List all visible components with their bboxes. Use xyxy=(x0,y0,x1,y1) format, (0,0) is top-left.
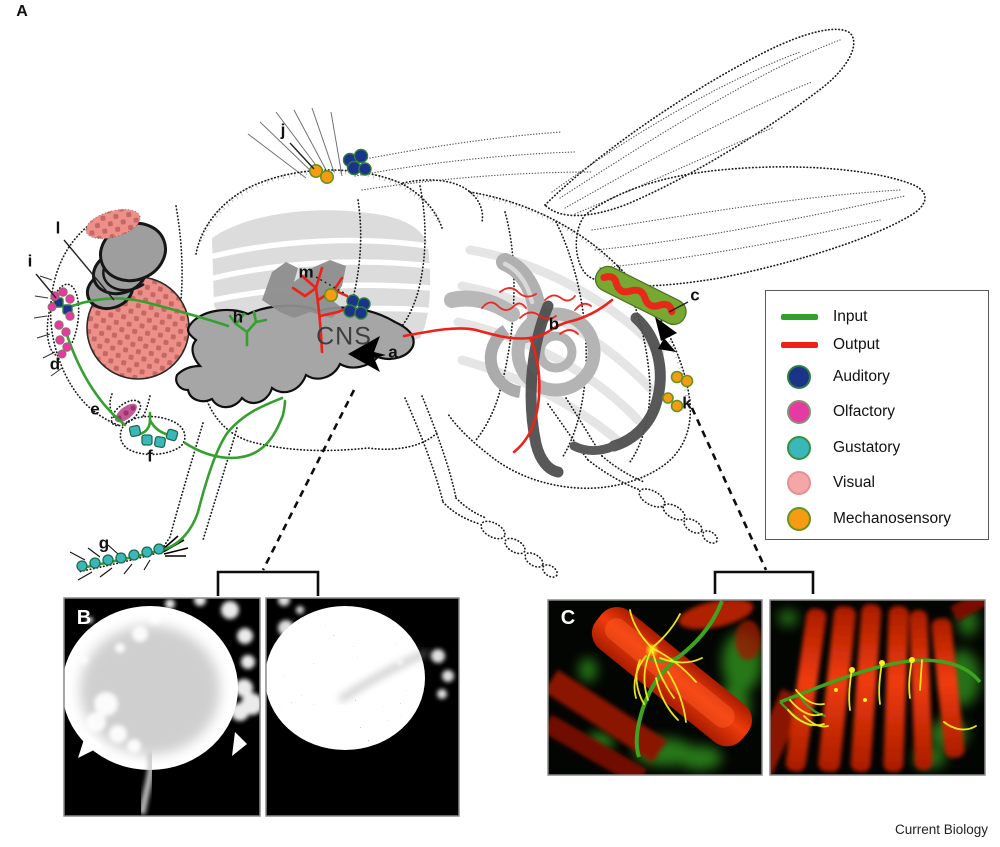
thorax-outline-bottom xyxy=(205,397,439,452)
legend-item-output: Output xyxy=(766,331,988,359)
flight-muscle-silhouette xyxy=(262,260,346,318)
auditory-dot-swatch xyxy=(787,364,811,389)
label-h: h xyxy=(232,307,244,327)
panel-b-image-left xyxy=(63,597,261,817)
legend-label: Olfactory xyxy=(833,403,896,421)
arrow-c xyxy=(655,317,677,352)
hind-leg xyxy=(547,397,719,544)
legend-label: Gustatory xyxy=(833,438,901,456)
legend-item-auditory: Auditory xyxy=(766,359,988,395)
panel-b-image-right xyxy=(265,597,460,817)
middle-leg xyxy=(404,395,559,578)
legend-label: Visual xyxy=(833,474,875,492)
auditory-dots xyxy=(53,148,372,320)
eye-dorsal-patch xyxy=(85,208,141,240)
motor-nerve xyxy=(634,600,724,758)
label-f: f xyxy=(147,446,153,466)
abdomen-outline-ventral xyxy=(447,403,692,490)
olfactory-dots xyxy=(47,287,75,359)
label-m: m xyxy=(298,262,314,282)
label-c: c xyxy=(690,285,700,305)
input-arbor-cns xyxy=(228,310,268,347)
lower-wing xyxy=(575,166,926,287)
legend-item-visual: Visual xyxy=(766,466,988,502)
labellum-outline xyxy=(119,415,186,456)
arrow-a xyxy=(348,336,386,372)
gustatory-dot-swatch xyxy=(787,435,811,460)
visual-dot-swatch xyxy=(787,471,811,496)
nerve-stalk xyxy=(138,751,155,815)
panel-label-c: C xyxy=(560,607,576,629)
output-line-swatch xyxy=(780,341,818,349)
label-a: a xyxy=(388,342,398,362)
bracket-b xyxy=(216,570,320,596)
panel-c-image-left xyxy=(547,599,763,776)
legend-item-mechanosensory: Mechanosensory xyxy=(766,501,988,537)
body-wall-muscle-c xyxy=(594,265,687,326)
arrowhead-right-icon xyxy=(232,732,247,756)
upper-wing xyxy=(543,28,855,217)
legend-label: Mechanosensory xyxy=(833,509,952,527)
legend-label: Input xyxy=(833,308,868,325)
output-nerve-abdomen xyxy=(402,287,614,454)
legend-item-input: Input xyxy=(766,303,988,331)
maxillary-palp-outline xyxy=(110,399,142,427)
legend-box: Input Output Auditory Olfactory Gustator… xyxy=(765,290,989,540)
panel-label-b: B xyxy=(76,607,92,629)
label-i: i xyxy=(27,251,33,271)
label-b: b xyxy=(548,314,560,334)
journal-credit: Current Biology xyxy=(894,822,988,837)
legend-label: Output xyxy=(833,336,880,353)
tarsal-hairs xyxy=(69,544,151,581)
arrowhead-left-icon xyxy=(78,733,102,758)
mechanosensory-dot-swatch xyxy=(787,506,811,531)
input-line-swatch xyxy=(780,313,818,321)
bracket-c xyxy=(713,570,815,594)
legend-item-olfactory: Olfactory xyxy=(766,395,988,431)
label-k: k xyxy=(682,393,692,413)
gustatory-dots xyxy=(76,424,179,572)
label-d: d xyxy=(49,354,61,374)
cns-label: CNS xyxy=(316,322,372,351)
callout-line-b xyxy=(261,389,356,571)
legend-item-gustatory: Gustatory xyxy=(766,430,988,466)
claw-tuft xyxy=(161,535,189,557)
motor-nerve xyxy=(779,658,982,704)
legend-label: Auditory xyxy=(833,367,890,385)
front-leg xyxy=(69,422,238,581)
label-j: j xyxy=(280,120,286,140)
olfactory-dot-swatch xyxy=(787,400,811,425)
label-g: g xyxy=(98,533,110,553)
abdomen-outline-dorsal xyxy=(469,191,691,405)
panel-label-a: A xyxy=(16,3,28,20)
hindgut-posterior xyxy=(608,312,666,452)
wing-hinge-bristles xyxy=(247,107,343,179)
label-leader-lines xyxy=(35,142,689,313)
label-e: e xyxy=(90,399,100,419)
panel-c-image-right xyxy=(769,599,986,776)
label-l: l xyxy=(55,218,61,238)
callout-line-c xyxy=(690,407,768,571)
